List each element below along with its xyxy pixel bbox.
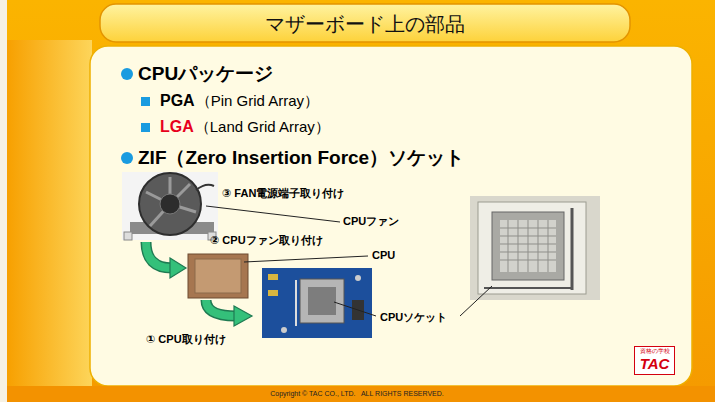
package-name: PGA	[160, 91, 195, 110]
slide-frame	[7, 0, 715, 402]
content-panel	[90, 46, 692, 386]
step-label: ③ FAN電源端子取り付け	[222, 187, 344, 200]
step-label: ① CPU取り付け	[146, 333, 226, 346]
side-band	[7, 40, 92, 386]
part-label: CPU	[372, 249, 395, 262]
leader-line	[460, 286, 492, 316]
cpu-picture	[188, 254, 248, 298]
logo-mark: TAC	[639, 356, 670, 371]
logo-tagline: 資格の学校	[639, 348, 670, 356]
bullet-dot	[121, 68, 133, 80]
step-label: ② CPUファン取り付け	[210, 234, 323, 247]
package-full-name: （Land Grid Array）	[195, 118, 330, 136]
part-label: CPUファン	[343, 215, 399, 228]
logo-box: 資格の学校TAC	[634, 346, 675, 375]
leader-line	[334, 302, 376, 316]
title-banner	[100, 4, 630, 42]
copyright-note: Copyright © TAC CO., LTD. ALL RIGHTS RES…	[270, 390, 444, 398]
part-label: CPUソケット	[380, 311, 447, 324]
leader-line	[244, 256, 368, 262]
package-name: LGA	[160, 117, 194, 136]
bullet-square	[141, 97, 150, 106]
socket-photo	[470, 196, 600, 300]
bullet-heading: CPUパッケージ	[138, 63, 273, 86]
cpu-socket-picture	[262, 268, 372, 338]
bullet-square	[141, 123, 150, 132]
bullet-dot	[121, 152, 133, 164]
footer-band	[7, 386, 715, 402]
slide-title: マザーボード上の部品	[265, 12, 465, 36]
package-full-name: （Pin Grid Array）	[196, 92, 319, 110]
step-arrow	[146, 242, 186, 278]
step-arrow	[206, 300, 252, 326]
leader-line	[206, 206, 340, 222]
bullet-heading: ZIF（Zero Insertion Force）ソケット	[138, 147, 464, 170]
cpu-fan-picture	[122, 172, 218, 240]
